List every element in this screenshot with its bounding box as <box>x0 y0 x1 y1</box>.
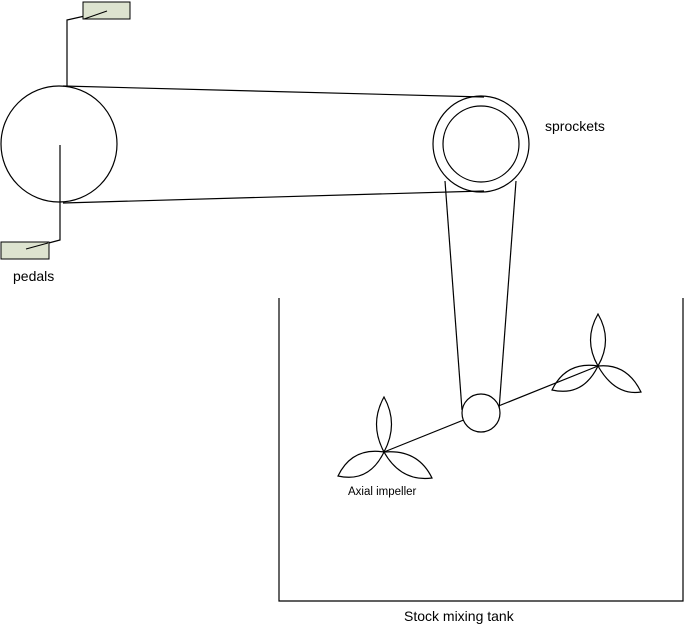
mixing-tank <box>278 298 684 602</box>
right-impeller-blade-up <box>589 312 607 368</box>
upper-pedal-rod <box>83 10 108 20</box>
outer-sprocket <box>432 95 530 193</box>
drive-chain-bottom <box>62 190 485 204</box>
right-impeller <box>551 312 642 394</box>
inner-sprocket <box>442 105 520 183</box>
right-impeller-blade-right <box>597 365 642 394</box>
chain-down-left <box>444 180 463 411</box>
drive-chain-top <box>62 85 485 98</box>
left-impeller-blade-left <box>337 450 385 478</box>
left-impeller-blade-right <box>383 451 433 480</box>
impeller-label: Axial impeller <box>348 486 417 498</box>
lower-crank-arm <box>25 145 61 250</box>
pedals-label: pedals <box>13 268 55 284</box>
sprockets-label: sprockets <box>545 118 605 134</box>
left-impeller-blade-up <box>375 395 393 454</box>
pedal-wheel <box>0 85 118 203</box>
chain-down-right <box>498 180 517 411</box>
right-impeller-blade-left <box>551 364 599 392</box>
lower-pedal-rod <box>25 242 49 250</box>
tank-label: Stock mixing tank <box>404 608 514 624</box>
left-impeller <box>337 395 433 480</box>
shaft-pulley <box>461 393 501 433</box>
upper-crank-arm <box>66 10 108 86</box>
